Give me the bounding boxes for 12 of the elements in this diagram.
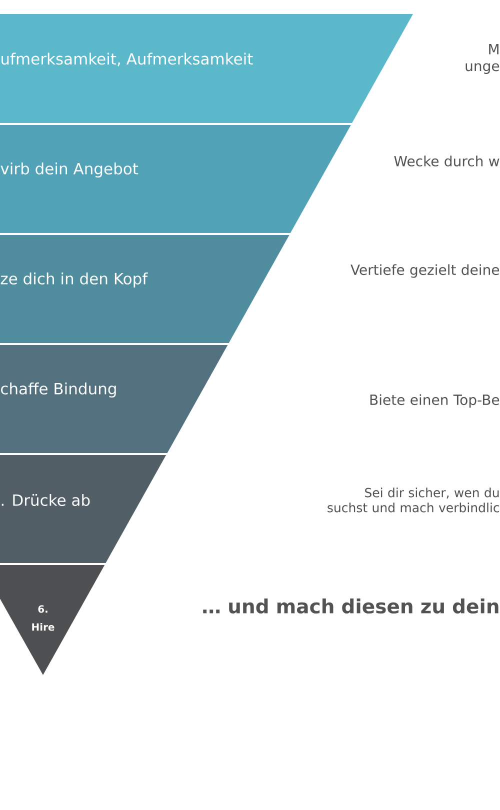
- description-text: Wecke durch w: [394, 156, 500, 166]
- description-text: Vertiefe gezielt deine: [350, 264, 500, 278]
- funnel-band: ze dich in den Kopf: [0, 235, 290, 343]
- funnel-band: virb dein Angebot: [0, 125, 351, 233]
- description-text: Biete einen Top-Be: [370, 394, 500, 408]
- description-text: … und mach diesen zu dein: [203, 598, 498, 614]
- description-text: Sei dir sicher, wen du suchst und mach verbindlic: [328, 488, 500, 512]
- funnel-band: ufmerksamkeit, Aufmerksamkeit: [0, 14, 413, 123]
- funnel-band: chaffe Bindung: [0, 345, 228, 453]
- funnel-tip: 6. Hire: [0, 565, 105, 675]
- description-text: M unge: [466, 44, 500, 74]
- funnel-band: . Drücke ab: [0, 455, 166, 563]
